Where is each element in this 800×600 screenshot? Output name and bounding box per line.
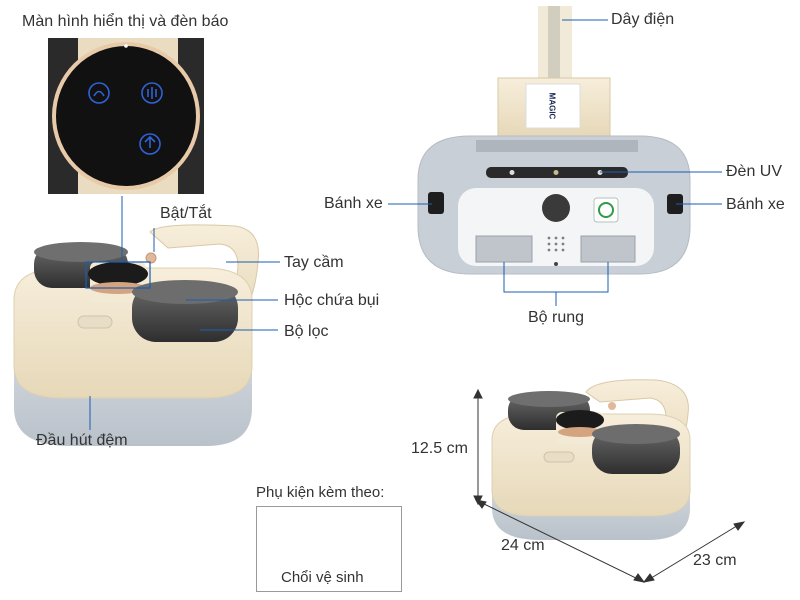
dimension-width: 23 cm [693,552,737,569]
label-wheel-left: Bánh xe [324,195,383,212]
label-uv-lamp: Đèn UV [726,163,783,180]
mode-icon [88,82,110,104]
label-dust-box: Hộc chứa bụi [284,292,380,309]
label-vibrator: Bộ rung [528,309,585,326]
display-closeup [48,38,204,194]
label-brush: Chổi vệ sinh [281,569,364,586]
uv-icon [139,133,161,155]
label-filter: Bộ lọc [284,323,329,340]
vibration-icon [141,82,163,104]
label-nozzle: Đầu hút đệm [36,432,128,449]
label-cord: Dây điện [611,11,675,28]
accessory-box [256,506,402,592]
leader-lines [89,19,722,430]
dimension-lines [473,388,746,583]
dimension-height: 12.5 cm [411,440,468,457]
vacuum-dimensions-view [491,379,691,540]
vacuum-main [13,224,260,446]
label-handle: Tay cầm [284,254,344,271]
label-wheel-right: Bánh xe [726,196,785,213]
dimension-length: 24 cm [501,537,545,554]
vacuum-bottom-view [417,6,691,275]
brand-logo-text: MAGIC [547,92,557,120]
label-display: Màn hình hiển thị và đèn báo [22,13,229,30]
accessories-title: Phụ kiện kèm theo: [256,484,385,501]
label-power: Bật/Tắt [160,205,212,222]
